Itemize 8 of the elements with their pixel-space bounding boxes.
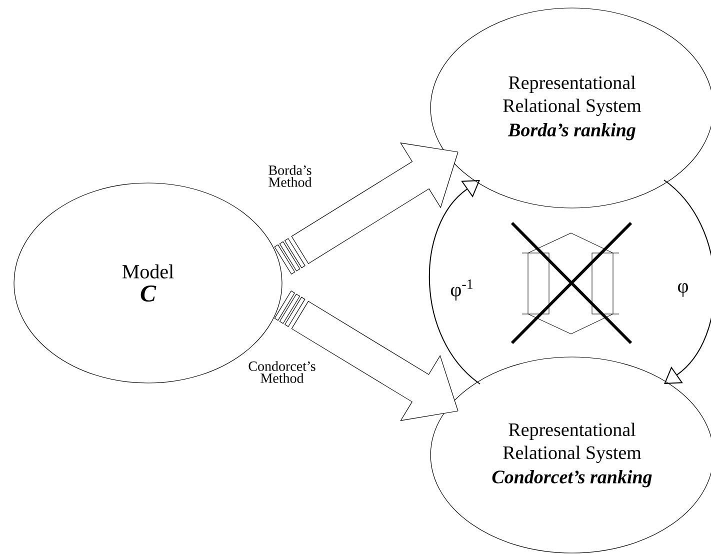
edge-label: Condorcet’s Method bbox=[248, 361, 316, 383]
edge-label: φ bbox=[678, 283, 688, 297]
block-arrow bbox=[291, 300, 458, 421]
block-arrow bbox=[291, 142, 458, 264]
edge-label: φ$^{-1}$ bbox=[450, 279, 473, 300]
curved-arrow bbox=[664, 180, 711, 384]
edge-label: Borda’s Method bbox=[268, 165, 312, 187]
curved-arrow bbox=[429, 180, 480, 384]
